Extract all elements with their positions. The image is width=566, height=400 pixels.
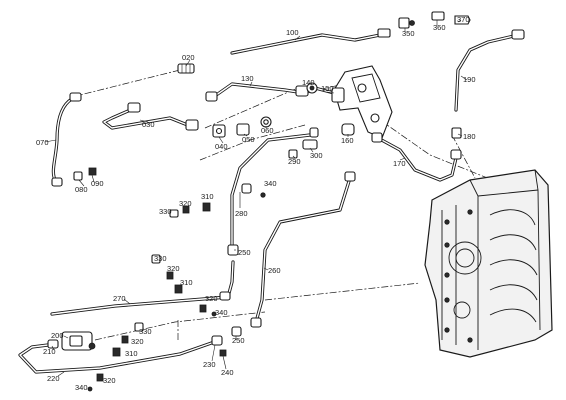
- part-340-a: [260, 192, 266, 198]
- callout-320-b: 320: [167, 264, 180, 273]
- fitting-360: [431, 11, 445, 21]
- fitting-130-a: [205, 91, 218, 102]
- fitting-260-bottom: [250, 317, 262, 328]
- fitting-050: [236, 123, 250, 136]
- callout-030: 030: [142, 120, 155, 129]
- callout-160: 160: [341, 136, 354, 145]
- fitting-260-top: [344, 171, 356, 182]
- part-310-a: [202, 202, 211, 212]
- callout-100: 100: [286, 28, 299, 37]
- fitting-370: [454, 15, 471, 25]
- callout-220: 220: [47, 374, 60, 383]
- fitting-130-b: [295, 85, 309, 97]
- part-320-d: [121, 335, 129, 344]
- callout-090: 090: [91, 179, 104, 188]
- part-310-b: [174, 284, 183, 294]
- fitting-160: [341, 123, 355, 136]
- callout-labels: 020 030 040 050 060 070 080 090 100 130 …: [36, 15, 476, 392]
- callout-250-upper: 250: [238, 248, 251, 257]
- callout-330-a: 330: [159, 207, 172, 216]
- part-310-c: [112, 347, 121, 357]
- fitting-100-end: [377, 28, 391, 38]
- callout-150: 150: [321, 84, 334, 93]
- callout-190: 190: [463, 75, 476, 84]
- callout-350: 350: [402, 29, 415, 38]
- part-330-b: [151, 254, 161, 264]
- part-320-b: [166, 271, 174, 280]
- callout-180: 180: [463, 132, 476, 141]
- callout-270: 270: [113, 294, 126, 303]
- callout-080: 080: [75, 185, 88, 194]
- fitting-030-a: [127, 102, 141, 113]
- callout-310-b: 310: [180, 278, 193, 287]
- callout-170: 170: [393, 159, 406, 168]
- callout-290: 290: [288, 157, 301, 166]
- fitting-270-end: [219, 291, 231, 301]
- callout-320-e: 320: [103, 376, 116, 385]
- part-240: [219, 349, 227, 357]
- fitting-180: [451, 127, 462, 139]
- fitting-070-top: [69, 92, 82, 102]
- fitting-030-b: [185, 119, 199, 131]
- callout-050: 050: [242, 135, 255, 144]
- callout-310-a: 310: [201, 192, 214, 201]
- part-330-c: [134, 322, 144, 332]
- fitting-250-b: [231, 326, 242, 337]
- callout-330-c: 330: [139, 327, 152, 336]
- callout-370: 370: [457, 15, 470, 24]
- fitting-280: [241, 183, 252, 194]
- callout-060: 060: [261, 126, 274, 135]
- callout-280: 280: [235, 209, 248, 218]
- callout-140: 140: [302, 78, 315, 87]
- part-330-a: [169, 209, 179, 218]
- callout-320-c: 320: [205, 294, 218, 303]
- fitting-070-bottom: [51, 177, 63, 187]
- part-320-e: [96, 373, 104, 382]
- fitting-170-a: [371, 132, 383, 143]
- callout-230: 230: [203, 360, 216, 369]
- fitting-250-a: [227, 244, 239, 256]
- callout-300: 300: [310, 151, 323, 160]
- callout-360: 360: [433, 23, 446, 32]
- fitting-170-b: [450, 149, 462, 160]
- callout-340-a: 340: [264, 179, 277, 188]
- fitting-090: [88, 167, 97, 176]
- callout-020: 020: [182, 53, 195, 62]
- callout-240: 240: [221, 368, 234, 377]
- callout-340-b: 340: [215, 308, 228, 317]
- part-320-c: [199, 304, 207, 313]
- callout-210: 210: [43, 347, 56, 356]
- callout-340-c: 340: [75, 383, 88, 392]
- callout-070: 070: [36, 138, 49, 147]
- callout-040: 040: [215, 142, 228, 151]
- callout-250-lower: 250: [232, 336, 245, 345]
- fitting-080: [73, 171, 83, 181]
- part-340-b: [211, 311, 217, 317]
- callout-260: 260: [268, 266, 281, 275]
- fitting-190-end: [511, 29, 525, 40]
- fitting-290: [288, 149, 298, 159]
- leader-lines: [44, 19, 468, 377]
- fitting-300: [302, 139, 318, 150]
- fitting-350: [398, 17, 410, 29]
- fittings: [47, 11, 525, 392]
- center-lines: [71, 69, 506, 341]
- callout-310-c: 310: [125, 349, 138, 358]
- callout-320-d: 320: [131, 337, 144, 346]
- part-340-c: [87, 386, 93, 392]
- callout-130: 130: [241, 74, 254, 83]
- callout-320-a: 320: [179, 199, 192, 208]
- fitting-230: [211, 335, 223, 346]
- part-320-a: [182, 205, 190, 214]
- callout-330-b: 330: [154, 254, 167, 263]
- callout-200: 200: [51, 331, 64, 340]
- transmission-housing: [424, 169, 553, 358]
